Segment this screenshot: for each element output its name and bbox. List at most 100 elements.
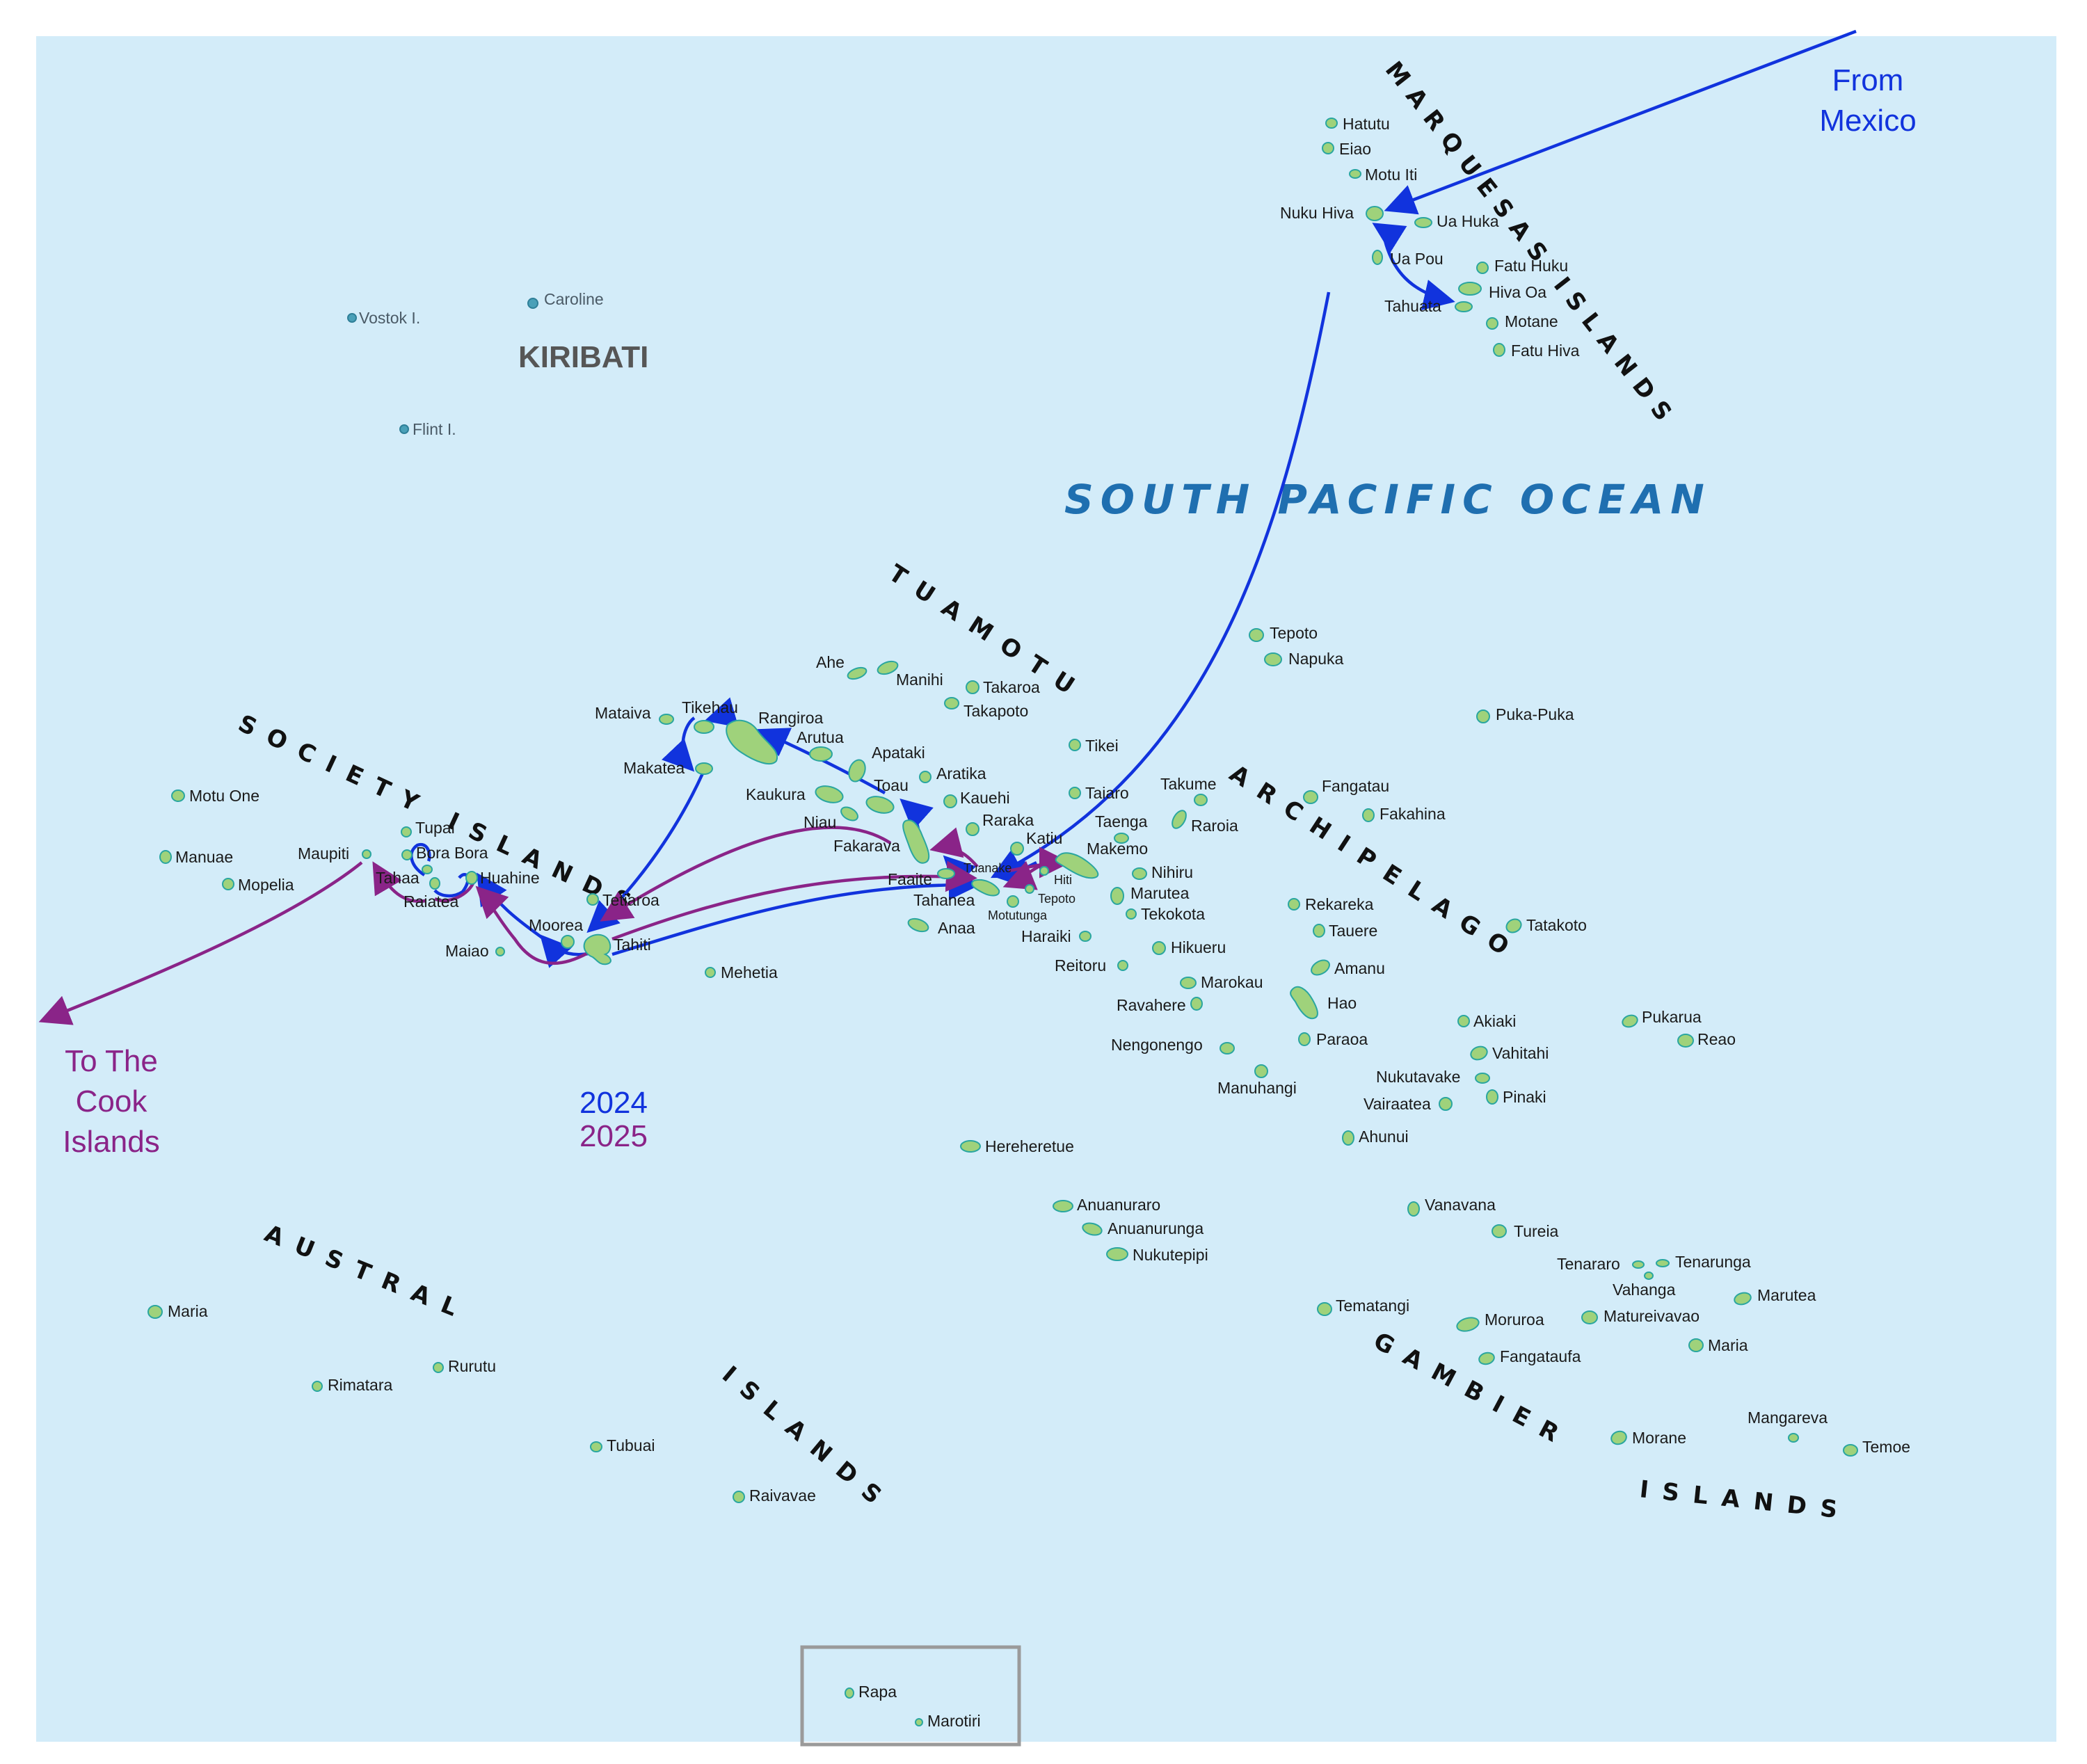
route-nukuhiva-tuamotu — [990, 291, 1331, 879]
island-label-motane: Motane — [1505, 312, 1558, 330]
island-label-moorea: Moorea — [529, 916, 583, 934]
island-label-tahaa: Tahaa — [376, 869, 419, 887]
island-label-kauehi: Kauehi — [960, 789, 1010, 807]
ocean-background — [36, 36, 2056, 1742]
island-marutea-north — [1110, 887, 1124, 905]
island-hatutu — [1325, 118, 1338, 129]
island-fatu-huku — [1476, 262, 1489, 274]
island-label-makatea: Makatea — [623, 759, 685, 777]
island-label-flint: Flint I. — [413, 420, 456, 438]
island-tepoto-north — [1249, 628, 1264, 642]
island-label-rekareka: Rekareka — [1305, 895, 1374, 913]
island-label-motu-one: Motu One — [189, 787, 259, 805]
route-to-cook-islands — [38, 861, 363, 1025]
island-eiao — [1322, 142, 1334, 154]
island-label-vahanga: Vahanga — [1613, 1281, 1676, 1299]
island-taiaro — [1069, 787, 1081, 799]
island-moorea — [561, 935, 575, 949]
island-hiva-oa — [1458, 282, 1482, 296]
island-label-marutea-north: Marutea — [1130, 884, 1190, 902]
island-raivavae — [733, 1491, 745, 1503]
island-label-reitoru: Reitoru — [1055, 956, 1106, 975]
island-katiu — [1010, 842, 1024, 856]
island-tepoto-south — [1025, 884, 1034, 894]
route-2025 — [38, 826, 1071, 1025]
island-vairaatea — [1439, 1097, 1453, 1111]
island-amanu — [1311, 959, 1330, 976]
route-rangiroa-tikehau — [704, 697, 739, 728]
island-label-raraka: Raraka — [982, 811, 1034, 829]
island-kauehi — [943, 794, 957, 808]
island-label-marotiri: Marotiri — [927, 1712, 981, 1730]
island-label-tenararo: Tenararo — [1557, 1255, 1620, 1273]
island-label-puka-puka: Puka-Puka — [1496, 705, 1574, 723]
island-label-nuku-hiva: Nuku Hiva — [1280, 204, 1354, 222]
island-morane — [1610, 1430, 1627, 1445]
island-label-fangataufa: Fangataufa — [1500, 1347, 1581, 1365]
island-label-rurutu: Rurutu — [448, 1357, 496, 1375]
island-manihi — [877, 660, 899, 675]
island-label-caroline: Caroline — [544, 290, 604, 308]
island-label-makemo: Makemo — [1087, 840, 1148, 858]
island-label-napuka: Napuka — [1288, 650, 1343, 668]
island-label-ua-pou: Ua Pou — [1390, 250, 1444, 268]
island-niau — [840, 806, 858, 821]
island-takume — [1194, 794, 1208, 806]
island-label-fatu-huku: Fatu Huku — [1494, 257, 1568, 275]
island-label-tepoto-north: Tepoto — [1270, 624, 1318, 642]
island-arutua — [809, 746, 833, 762]
cook-islands-label-3: Islands — [63, 1125, 159, 1159]
island-raraka — [966, 822, 979, 836]
route-from-mexico — [1384, 29, 1857, 215]
island-label-apataki: Apataki — [872, 744, 925, 762]
island-label-hiva-oa: Hiva Oa — [1489, 283, 1546, 301]
island-maiao — [495, 947, 505, 956]
island-nihiru — [1132, 867, 1147, 880]
island-label-ua-huka: Ua Huka — [1437, 212, 1499, 230]
island-raroia — [1172, 810, 1187, 829]
island-tahiti — [583, 933, 611, 965]
island-raiatea — [429, 877, 440, 890]
island-maria-gambier — [1688, 1338, 1704, 1352]
island-rangiroa — [726, 719, 778, 765]
island-label-ravahere: Ravahere — [1117, 996, 1186, 1014]
island-label-bora-bora: Bora Bora — [416, 844, 488, 862]
island-label-anuanurunga: Anuanurunga — [1108, 1219, 1204, 1237]
island-marutea-south — [1734, 1292, 1752, 1306]
island-label-nukutavake: Nukutavake — [1376, 1068, 1460, 1086]
island-toau — [865, 796, 895, 814]
island-label-mangareva: Mangareva — [1748, 1409, 1828, 1427]
island-tenarunga — [1656, 1259, 1670, 1267]
island-label-raiatea: Raiatea — [403, 892, 458, 911]
island-label-hereheretue: Hereheretue — [985, 1137, 1074, 1155]
from-mexico-label: From — [1832, 63, 1904, 97]
island-label-taiaro: Taiaro — [1085, 784, 1129, 802]
island-pinaki — [1486, 1089, 1498, 1105]
island-label-tahuata: Tahuata — [1384, 297, 1441, 315]
island-label-vostok: Vostok I. — [359, 309, 420, 327]
island-label-tupai: Tupai — [415, 819, 455, 837]
legend-2024: 2024 — [579, 1086, 648, 1120]
island-fatu-hiva — [1493, 343, 1505, 357]
island-motane — [1486, 317, 1498, 330]
cook-islands-label-2: Cook — [76, 1084, 148, 1118]
island-label-manuhangi: Manuhangi — [1217, 1079, 1297, 1097]
island-label-raivavae: Raivavae — [749, 1486, 816, 1505]
island-caroline — [527, 298, 538, 309]
island-label-tahiti: Tahiti — [614, 936, 651, 954]
island-reitoru — [1117, 960, 1128, 971]
island-faaite — [937, 868, 955, 879]
island-tematangi — [1317, 1302, 1332, 1316]
route-tuanake-fakarava-2025 — [929, 827, 979, 868]
island-label-tematangi: Tematangi — [1336, 1297, 1409, 1315]
island-hikueru — [1152, 941, 1166, 955]
island-label-morane: Morane — [1632, 1429, 1686, 1447]
island-rurutu — [433, 1362, 444, 1373]
island-label-maria-gambier: Maria — [1708, 1336, 1748, 1354]
island-label-toau: Toau — [874, 776, 909, 794]
legend-2025: 2025 — [579, 1119, 648, 1153]
island-label-matureivavao: Matureivavao — [1604, 1307, 1700, 1325]
island-label-tureia: Tureia — [1514, 1222, 1559, 1240]
island-nengonengo — [1220, 1042, 1235, 1055]
